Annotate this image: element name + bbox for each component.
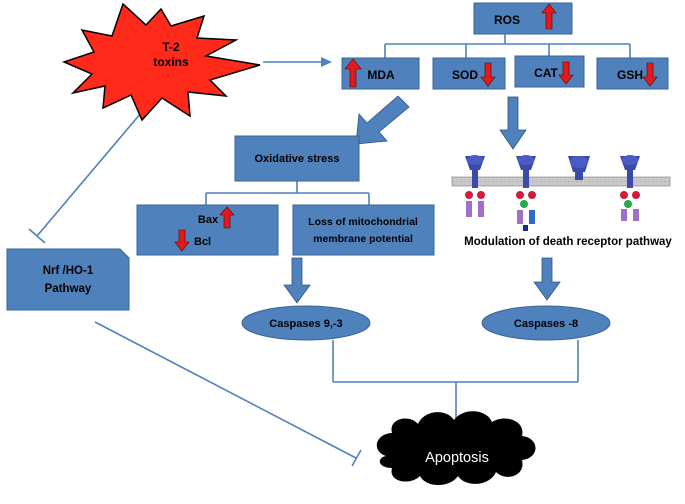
mito-node: Loss of mitochondrial membrane potential: [292, 204, 435, 256]
ros-branch-bracket: [384, 34, 631, 58]
down-arrow-icon: [642, 62, 658, 87]
apoptosis-label: Apoptosis: [425, 450, 489, 466]
caspases-9-3-ellipse: [241, 305, 371, 341]
sod-label: SOD: [452, 68, 478, 82]
up-arrow-icon: [344, 58, 362, 88]
toxin-inhibits-nrf-line: [28, 99, 153, 244]
sod-node: SOD: [432, 57, 506, 90]
caspases-8-ellipse: [481, 305, 611, 341]
mito-box: [292, 204, 435, 256]
caspases-9-3-node: Caspases 9,-3: [241, 305, 371, 341]
oxidative-stress-box: [234, 135, 360, 182]
sod-box: [432, 57, 506, 90]
caspases-9-3-label: Caspases 9,-3: [269, 318, 342, 330]
gsh-label: GSH: [617, 68, 643, 82]
mito-to-caspase9-arrow: [283, 257, 311, 304]
ros-to-receptor-arrow: [499, 96, 527, 150]
toxin-label-line1: T-2: [162, 40, 180, 54]
ros-box: [473, 2, 573, 35]
down-arrow-icon: [480, 62, 496, 87]
caspases-8-node: Caspases -8: [481, 305, 611, 341]
receptor-to-caspase8-arrow: [533, 257, 561, 301]
down-arrow-icon: [558, 61, 574, 85]
mda-node: MDA: [341, 57, 420, 90]
oxidative-stress-node: Oxidative stress: [234, 135, 360, 182]
apoptosis-node: Apoptosis: [376, 411, 536, 485]
nrf-label-line1: Nrf /HO-1: [43, 265, 94, 277]
death-receptor-illustration: [451, 155, 671, 231]
bcl-label: Bcl: [194, 236, 211, 248]
gsh-box: [596, 57, 669, 90]
caspases-8-label: Caspases -8: [514, 318, 578, 330]
toxin-label-line2: toxins: [153, 55, 189, 69]
up-arrow-icon: [541, 3, 557, 30]
toxin-star-shape: [61, 2, 261, 122]
cat-label: CAT: [534, 66, 558, 80]
bax-bcl-box: [136, 204, 279, 256]
nrf-label-line2: Pathway: [45, 283, 92, 295]
oxidative-stress-bracket: [205, 181, 370, 205]
receptor-icon: [568, 156, 590, 180]
cat-box: [514, 55, 585, 88]
bax-label: Bax: [198, 214, 219, 226]
gsh-node: GSH: [596, 57, 669, 90]
nrf-ho1-box: [6, 248, 130, 311]
mda-label: MDA: [367, 68, 395, 82]
up-arrow-icon: [219, 206, 235, 229]
receptor-icon: [516, 155, 536, 231]
receptor-icon: [465, 155, 485, 217]
cat-node: CAT: [514, 55, 585, 88]
caspases-merge-bracket: [332, 340, 579, 418]
apoptosis-cloud-shape: [376, 411, 536, 485]
nrf-ho1-node: Nrf /HO-1 Pathway: [6, 248, 130, 311]
down-arrow-icon: [174, 229, 190, 252]
oxidative-stress-label: Oxidative stress: [255, 153, 340, 165]
nrf-inhibits-apoptosis-line: [94, 321, 362, 467]
mito-label-line1: Loss of mitochondrial: [308, 216, 418, 228]
t2-toxins-node: T-2 toxins: [61, 2, 261, 122]
mito-label-line2: membrane potential: [313, 233, 413, 245]
toxin-to-mda-arrow: [263, 57, 332, 67]
mda-to-oxidative-arrow: [355, 95, 410, 145]
ros-node: ROS: [473, 2, 573, 35]
ros-label: ROS: [494, 13, 520, 27]
receptor-icon: [620, 155, 640, 221]
death-receptor-label: Modulation of death receptor pathway: [464, 236, 672, 248]
bax-bcl-node: Bax Bcl: [136, 204, 279, 256]
